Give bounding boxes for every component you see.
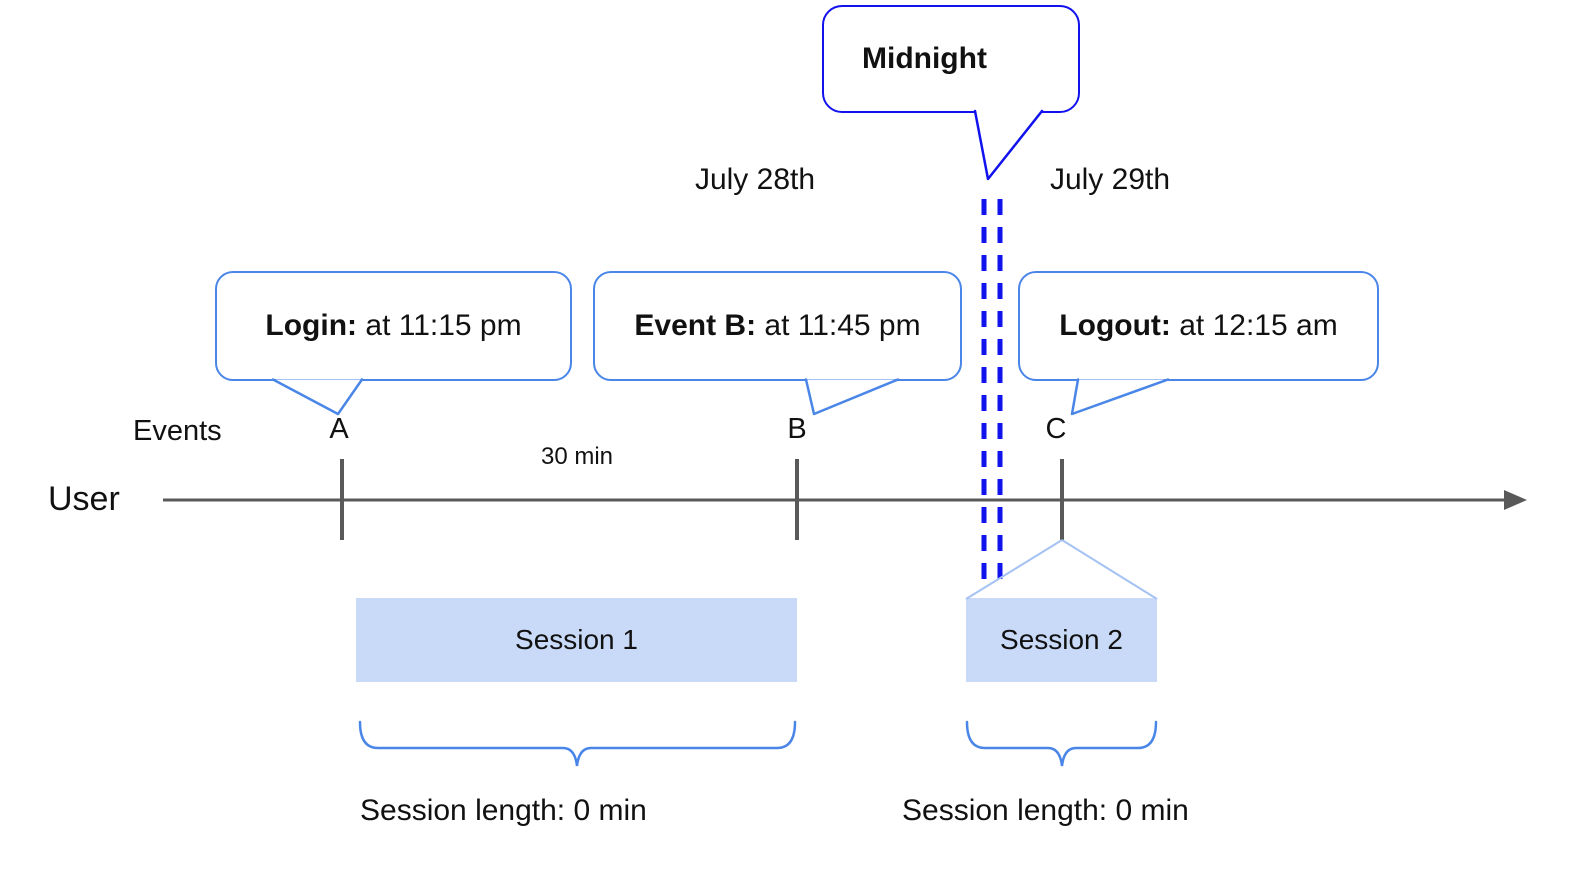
session-1-box: Session 1 xyxy=(356,598,797,682)
event-mark-c: C xyxy=(1045,413,1067,445)
logout-label-rest: at 12:15 am xyxy=(1170,309,1338,342)
midnight-label: Midnight xyxy=(862,42,987,75)
logout-label-bold: Logout: xyxy=(1059,309,1171,342)
interval-30min-label: 30 min xyxy=(540,443,614,470)
session-2-brace xyxy=(965,720,1158,767)
session-2-label: Session 2 xyxy=(1000,624,1123,655)
event-b-label-rest: at 11:45 pm xyxy=(756,309,921,342)
event-b-callout: Event B: at 11:45 pm xyxy=(593,271,962,381)
event-mark-b: B xyxy=(787,413,807,445)
logout-callout: Logout: at 12:15 am xyxy=(1018,271,1379,381)
session-2-length-label: Session length: 0 min xyxy=(902,794,1189,827)
login-callout: Login: at 11:15 pm xyxy=(215,271,572,381)
session-1-label: Session 1 xyxy=(515,624,638,655)
event-b-label-bold: Event B: xyxy=(634,309,757,342)
login-callout-tail xyxy=(271,378,364,416)
event-mark-a: A xyxy=(329,413,349,445)
session-2-funnel-left-line xyxy=(965,539,1063,600)
login-label-bold: Login: xyxy=(265,309,358,342)
session-1-brace xyxy=(358,720,797,767)
login-label-rest: at 11:15 pm xyxy=(357,309,522,342)
midnight-callout: Midnight xyxy=(822,5,1080,113)
events-row-label: Events xyxy=(133,415,222,447)
midnight-callout-tail xyxy=(973,109,1044,181)
user-row-label: User xyxy=(48,480,120,518)
date-label-july-29: July 29th xyxy=(1049,163,1171,196)
session-2-box: Session 2 xyxy=(966,598,1157,682)
timeline-arrow-icon xyxy=(1504,490,1527,510)
session-1-length-label: Session length: 0 min xyxy=(360,794,647,827)
event-b-callout-tail xyxy=(804,378,900,416)
session-2-funnel-right-line xyxy=(1061,539,1158,600)
date-label-july-28: July 28th xyxy=(694,163,816,196)
logout-callout-tail xyxy=(1070,378,1170,416)
